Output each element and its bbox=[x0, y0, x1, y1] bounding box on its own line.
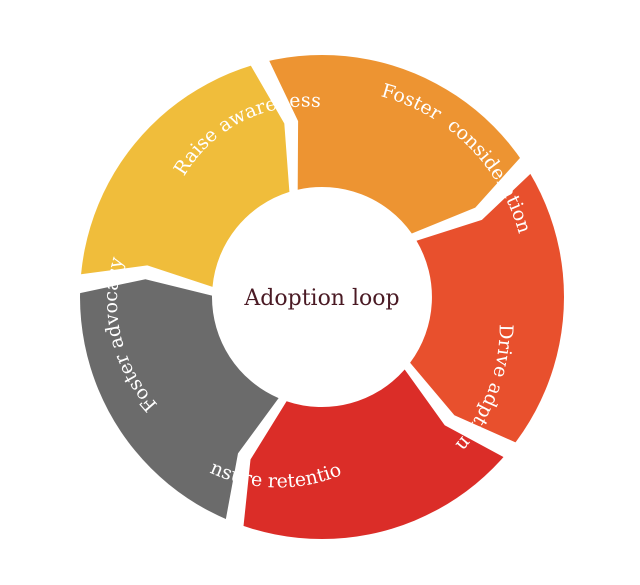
segment-ensure-retention bbox=[410, 171, 564, 444]
segment-drive-adption bbox=[267, 55, 523, 234]
center-label: Adoption loop bbox=[243, 286, 399, 311]
center-hub bbox=[214, 189, 430, 405]
segment-raise-awareness bbox=[80, 279, 279, 523]
segment-foster-advocacy bbox=[243, 369, 507, 539]
segment-foster-consideration bbox=[80, 63, 290, 287]
segments bbox=[80, 55, 564, 539]
